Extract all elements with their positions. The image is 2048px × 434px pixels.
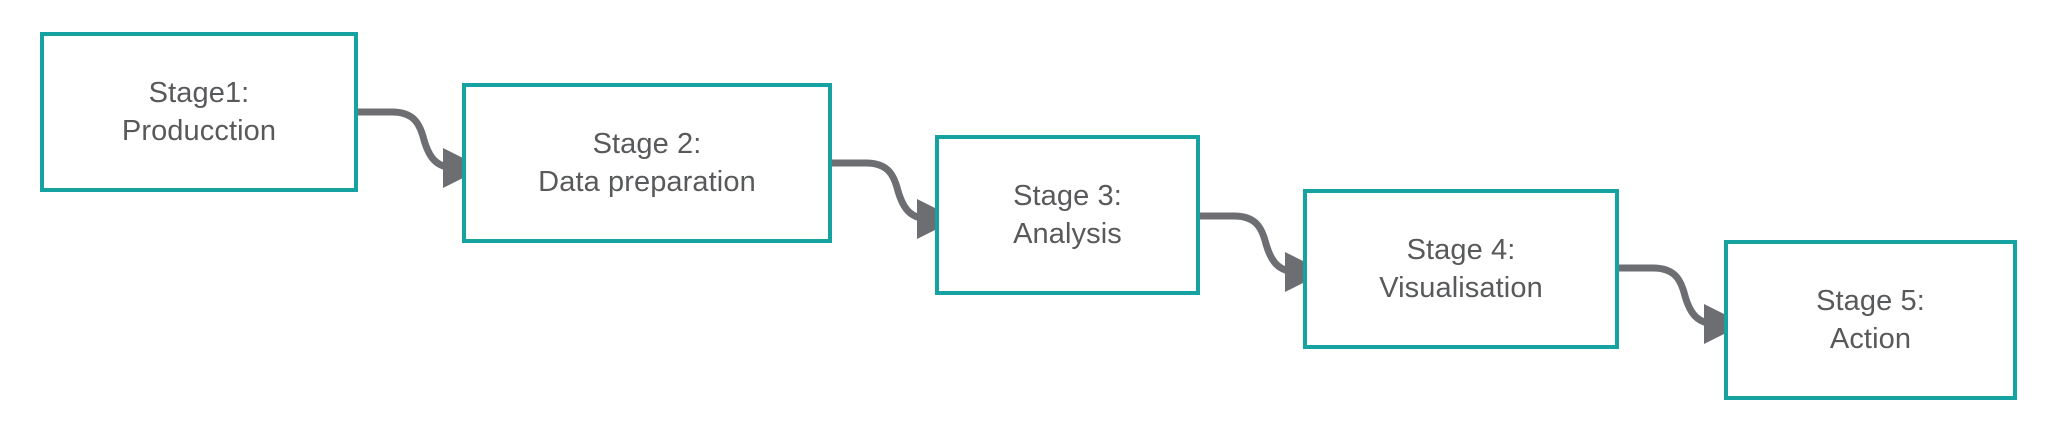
stage-3-line-2: Analysis [1013, 218, 1122, 250]
stage-4-line-1: Stage 4: [1406, 233, 1516, 266]
stage-box-2[interactable]: Stage 2: Data preparation [462, 83, 832, 243]
stage-box-3[interactable]: Stage 3: Analysis [935, 135, 1200, 295]
stage-4-line-2: Visualisation [1379, 272, 1543, 304]
stage-5-line-2: Action [1829, 323, 1912, 355]
stage-1-line-2: Producction [121, 115, 277, 147]
stage-2-line-1: Stage 2: [592, 127, 702, 160]
stage-3-line-1: Stage 3: [1013, 179, 1122, 212]
stage-box-1[interactable]: Stage1: Producction [40, 32, 358, 192]
stage-5-line-1: Stage 5: [1816, 284, 1925, 317]
stage-1-line-1: Stage1: [148, 76, 250, 109]
stage-2-line-2: Data preparation [538, 166, 756, 198]
stage-box-4[interactable]: Stage 4: Visualisation [1303, 189, 1619, 349]
stage-box-5[interactable]: Stage 5: Action [1724, 240, 2017, 400]
